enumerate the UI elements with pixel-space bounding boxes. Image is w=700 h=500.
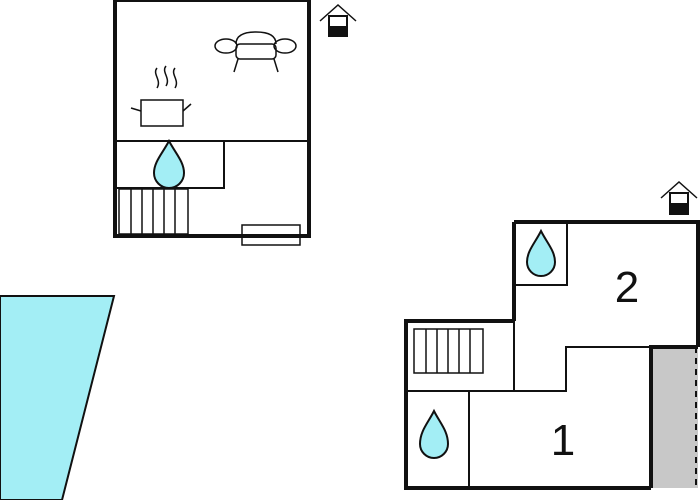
pool-area: [0, 295, 116, 500]
window-element: [241, 224, 301, 246]
upper-building: [113, 0, 311, 246]
terrace-area: [651, 347, 698, 488]
sofa-icon: [214, 31, 297, 73]
stairs-icon: [118, 188, 189, 235]
room-number-2: 2: [615, 263, 639, 312]
room-number-1: 1: [551, 416, 575, 465]
cooking-pot-icon: [130, 65, 192, 127]
water-drop-icon: [418, 408, 450, 459]
water-drop-icon: [525, 228, 557, 277]
lower-building: 2 1: [404, 220, 700, 490]
water-drop-icon: [152, 138, 186, 189]
stairs-icon: [413, 328, 484, 374]
house-entrance-icon: [319, 3, 357, 37]
upper-building-walls: [113, 0, 311, 238]
house-entrance-icon: [660, 180, 698, 215]
